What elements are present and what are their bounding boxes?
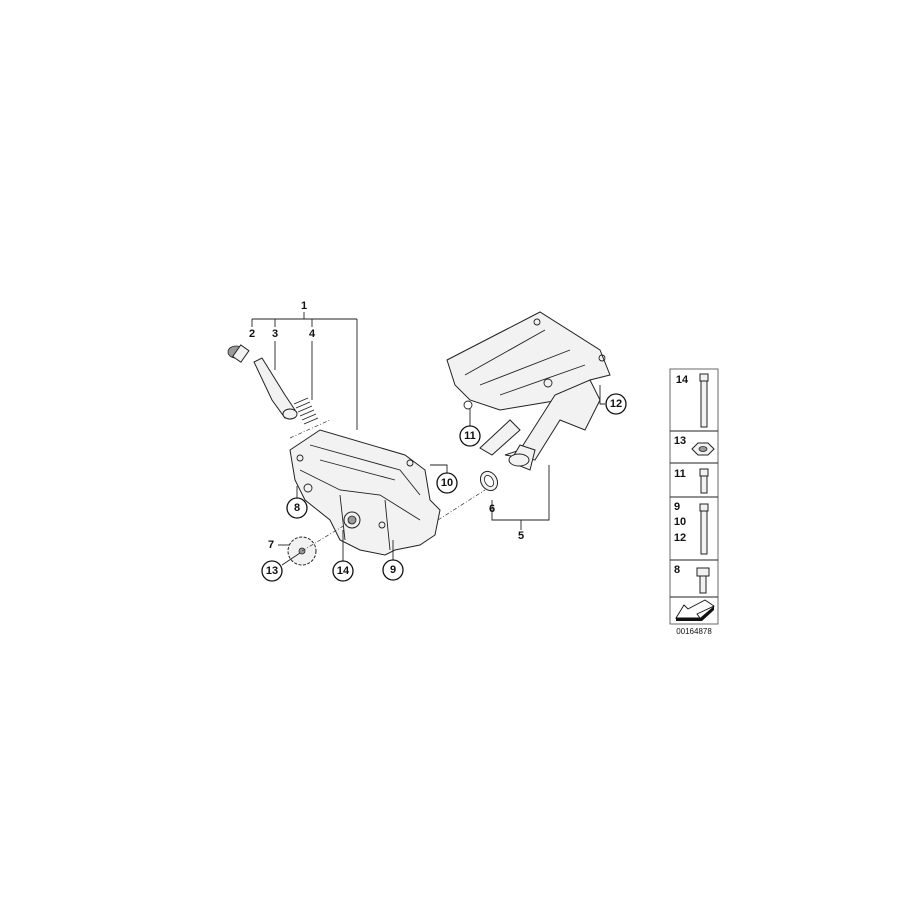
callout-2[interactable]: 2	[249, 328, 255, 340]
sprocket-part	[287, 521, 351, 566]
callout-11-text: 11	[464, 430, 476, 442]
diagram-code: 00164878	[676, 627, 712, 636]
hex-nut-icon	[691, 442, 715, 456]
plug-part	[227, 344, 250, 363]
callout-5[interactable]: 5	[518, 530, 524, 542]
flange-bolt-icon	[696, 567, 710, 594]
callout-7[interactable]: 7	[268, 539, 274, 551]
callout-bracket-1	[251, 312, 358, 430]
callout-14-text: 14	[337, 565, 350, 577]
callout-12[interactable]: 12	[605, 393, 627, 415]
callout-9[interactable]: 9	[382, 559, 404, 581]
callout-10-text: 10	[441, 477, 453, 489]
callout-8[interactable]: 8	[286, 497, 308, 519]
callout-13-text: 13	[266, 565, 278, 577]
legend-label-10: 10	[674, 516, 686, 528]
callout-4[interactable]: 4	[309, 328, 316, 340]
callout-12-text: 12	[610, 398, 622, 410]
callout-3[interactable]: 3	[272, 328, 278, 340]
piston-part	[253, 357, 298, 420]
callout-13[interactable]: 13	[261, 560, 283, 582]
legend-label-11: 11	[674, 468, 686, 480]
callout-10[interactable]: 10	[436, 472, 458, 494]
callout-11[interactable]: 11	[459, 425, 481, 447]
callout-6[interactable]: 6	[489, 503, 495, 515]
callout-9-text: 9	[390, 564, 396, 576]
suction-pipe-part	[479, 379, 601, 471]
callout-8-text: 8	[294, 502, 300, 514]
legend-label-8: 8	[674, 564, 680, 576]
long-bolt-icon	[699, 373, 709, 428]
legend-label-13: 13	[674, 435, 686, 447]
callout-1[interactable]: 1	[301, 300, 307, 312]
legend-label-12: 12	[674, 532, 686, 544]
direction-arrow-icon	[675, 599, 715, 621]
fastener-legend: 14 13 11 9 10 12 8	[669, 368, 719, 625]
leader-lines	[278, 385, 605, 566]
spring-part	[293, 397, 319, 425]
seal-ring-part	[479, 470, 499, 492]
legend-label-14: 14	[676, 374, 689, 386]
callout-14[interactable]: 14	[332, 560, 354, 582]
oil-pump-housing	[289, 419, 441, 556]
short-bolt-icon	[699, 468, 709, 494]
medium-bolt-icon	[699, 503, 709, 555]
legend-label-9: 9	[674, 501, 680, 513]
